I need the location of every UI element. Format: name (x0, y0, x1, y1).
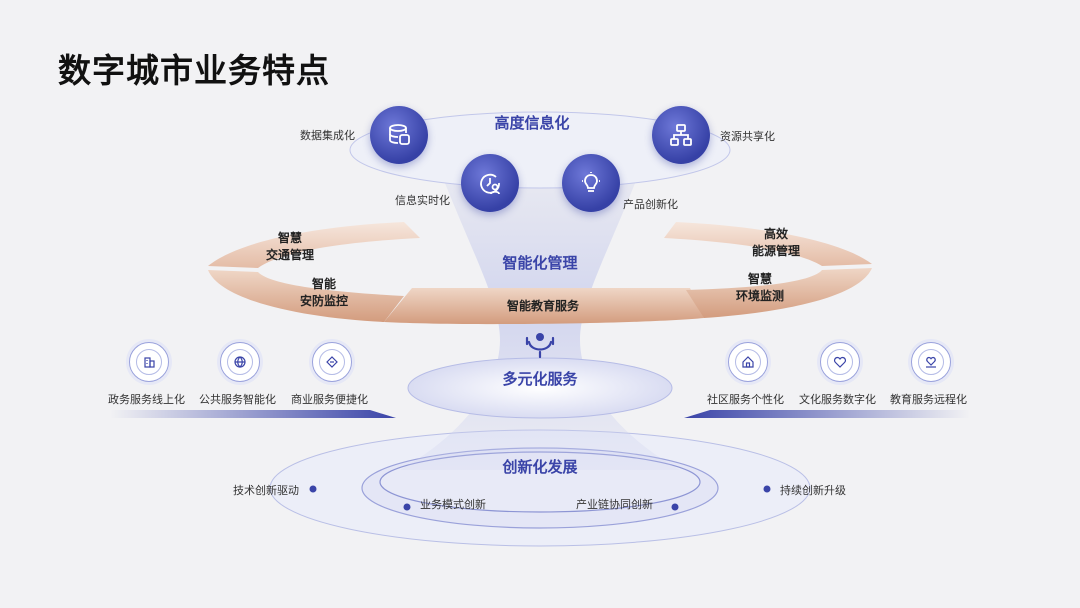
service-item-culture: 文化服务数字化 (799, 391, 876, 407)
info-item-sharing: 资源共享化 (720, 128, 775, 144)
management-heading: 智能化管理 (502, 252, 577, 273)
shop-icon (312, 342, 352, 382)
heart-icon (820, 342, 860, 382)
service-heading: 多元化服务 (502, 368, 577, 389)
realtime-clock-icon (461, 154, 519, 212)
segment-environment-label: 智慧 环境监测 (736, 271, 784, 305)
service-item-commerce: 商业服务便捷化 (291, 391, 368, 407)
database-icon (370, 106, 428, 164)
service-item-gov: 政务服务线上化 (108, 391, 185, 407)
innovation-item-chain: 产业链协同创新 (576, 496, 653, 512)
arrow-right (684, 410, 970, 418)
segment-traffic-label: 智慧 交通管理 (266, 230, 314, 264)
heart-hand-icon (911, 342, 951, 382)
home-icon (728, 342, 768, 382)
dot-business (404, 504, 411, 511)
globe-icon (220, 342, 260, 382)
dot-chain (672, 504, 679, 511)
arrow-left (110, 410, 396, 418)
info-item-realtime: 信息实时化 (395, 192, 450, 208)
info-item-data: 数据集成化 (300, 127, 355, 143)
segment-energy-label: 高效 能源管理 (752, 226, 800, 260)
service-item-community: 社区服务个性化 (707, 391, 784, 407)
sharing-network-icon (652, 106, 710, 164)
building-icon (129, 342, 169, 382)
innovation-item-tech: 技术创新驱动 (233, 482, 299, 498)
dot-upgrade (764, 486, 771, 493)
innovation-item-business: 业务模式创新 (420, 496, 486, 512)
innovation-item-upgrade: 持续创新升级 (780, 482, 846, 498)
info-heading: 高度信息化 (494, 112, 569, 133)
segment-security-label: 智能 安防监控 (300, 276, 348, 310)
service-item-education: 教育服务远程化 (890, 391, 967, 407)
innovation-heading: 创新化发展 (502, 456, 577, 477)
dot-tech (310, 486, 317, 493)
info-item-product: 产品创新化 (623, 196, 678, 212)
segment-education-label: 智能教育服务 (507, 298, 579, 315)
service-item-public: 公共服务智能化 (199, 391, 276, 407)
lightbulb-icon (562, 154, 620, 212)
